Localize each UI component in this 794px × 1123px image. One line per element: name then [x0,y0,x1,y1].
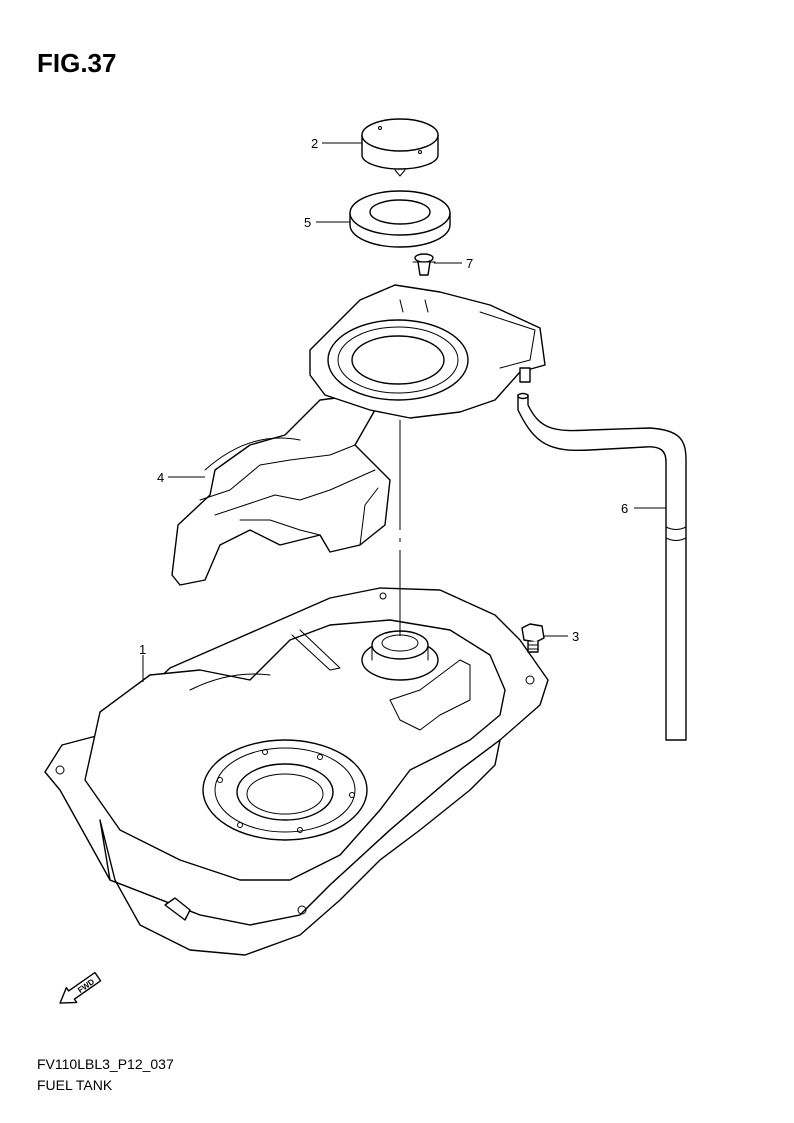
callout-6: 6 [621,501,628,516]
callout-1: 1 [139,642,146,657]
fwd-arrow-icon: FWD [59,971,102,1004]
breather-hose[interactable] [517,392,687,741]
callout-3: 3 [572,629,579,644]
figure-name: FUEL TANK [37,1077,113,1093]
clip[interactable] [412,253,436,276]
bolt[interactable] [521,623,545,653]
fuel-tank[interactable] [44,587,549,956]
figure-title: FIG.37 [37,48,117,78]
callout-5: 5 [304,215,311,230]
cap-seal[interactable] [349,190,451,248]
fuel-cap[interactable] [361,118,439,177]
figure-code: FV110LBL3_P12_037 [37,1056,174,1072]
callout-2: 2 [311,136,318,151]
tank-cover[interactable] [171,284,546,586]
callout-4: 4 [157,470,164,485]
callout-7: 7 [466,256,473,271]
